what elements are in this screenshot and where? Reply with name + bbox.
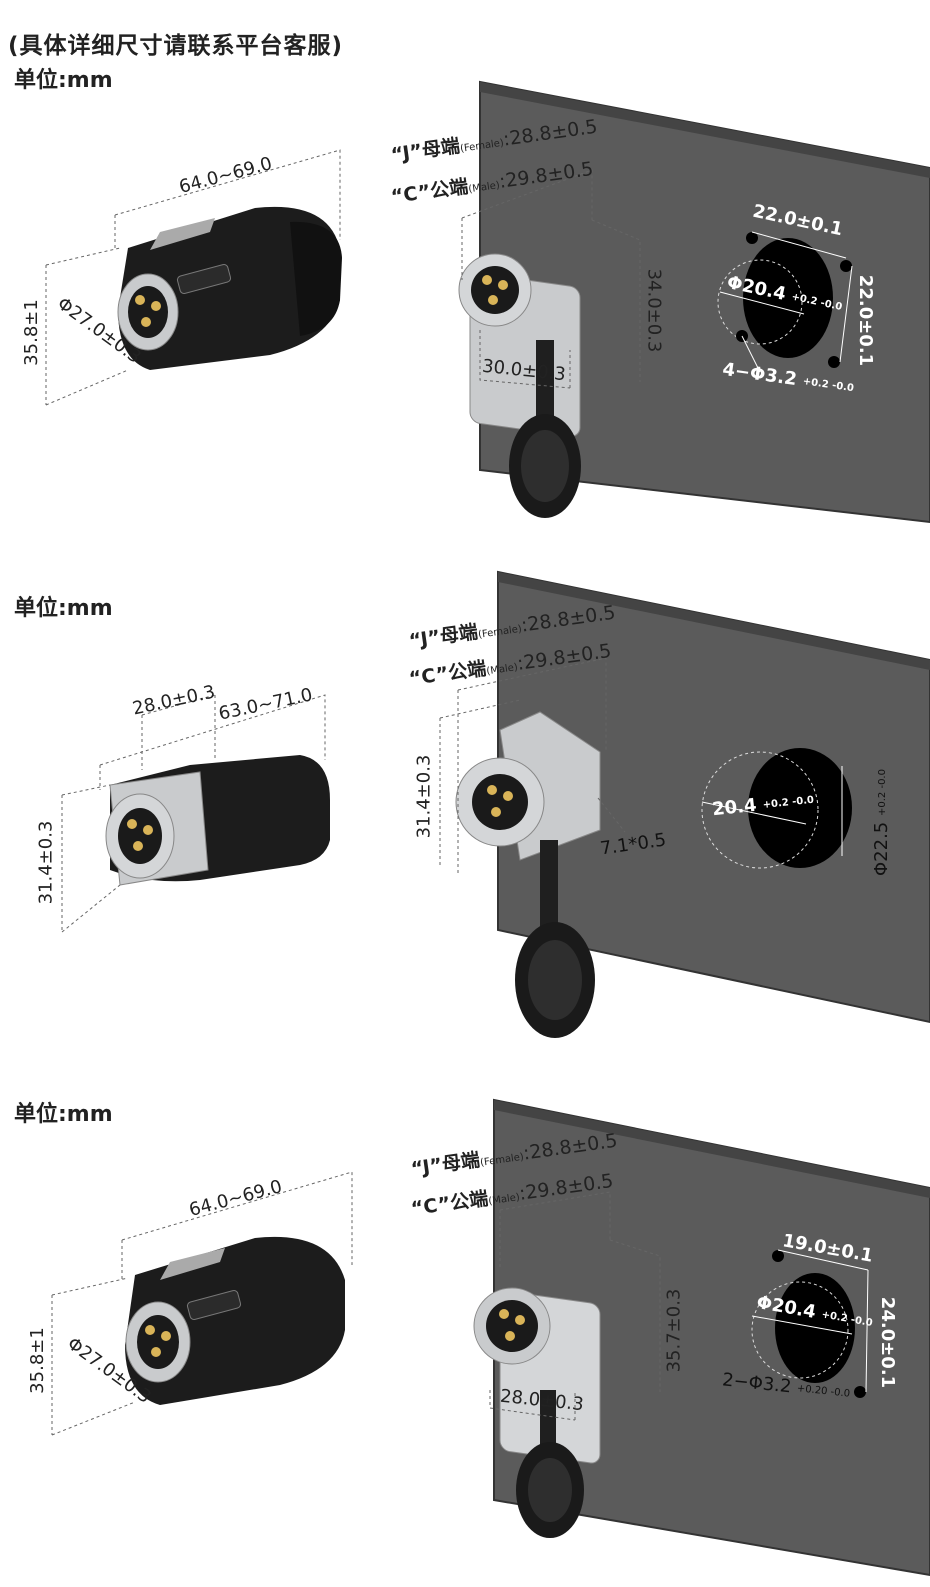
socket-height: 34.0±0.3: [643, 268, 665, 353]
unit-label: 单位:mm: [14, 1102, 113, 1127]
plug-height: 35.8±1: [20, 299, 42, 366]
unit-label: 单位:mm: [14, 68, 113, 93]
panel-cutout-icon: [751, 1249, 869, 1398]
hole-spacing-y: 22.0±0.1: [855, 274, 877, 367]
plug-connector-icon: [105, 755, 330, 886]
cutout-diameter: Φ22.5 +0.2 -0.0: [870, 769, 892, 876]
mounting-panel: [493, 1098, 930, 1577]
dust-cap-icon: [515, 922, 595, 1038]
panel-socket-icon: [473, 1287, 601, 1464]
panel-cutout-icon: [701, 748, 852, 869]
dust-cap-icon: [509, 414, 581, 518]
section-3-drawing: [51, 1098, 930, 1577]
header-note: (具体详细尺寸请联系平台客服): [8, 33, 344, 59]
unit-label: 单位:mm: [14, 596, 113, 621]
plug-connector-icon: [125, 1236, 345, 1405]
plug-height: 35.8±1: [26, 1327, 48, 1394]
dust-cap-icon: [516, 1442, 584, 1538]
socket-height: 35.7±0.3: [663, 1288, 685, 1373]
section-2-drawing: [61, 570, 930, 1038]
hole-spacing-y: 24.0±0.1: [877, 1296, 899, 1389]
plug-height: 31.4±0.3: [35, 820, 57, 905]
panel-socket-icon: [455, 711, 601, 861]
socket-height: 31.4±0.3: [413, 754, 435, 839]
panel-cutout-icon: [717, 231, 853, 373]
plug-connector-icon: [117, 206, 342, 370]
section-1-drawing: [45, 80, 930, 524]
